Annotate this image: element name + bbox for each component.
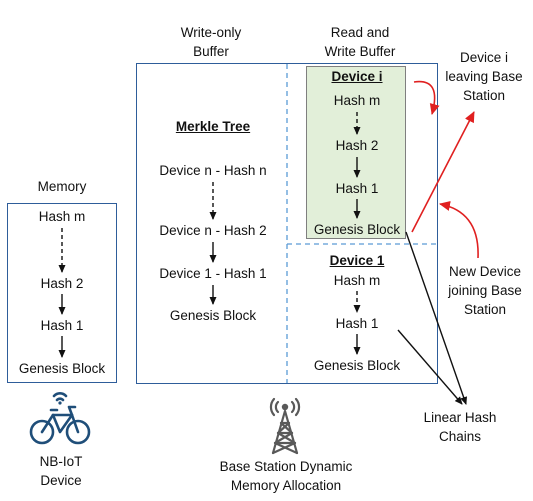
device-1-hash-1: Hash 1 (335, 316, 379, 331)
joining-label-line1: New Device (448, 264, 522, 279)
memory-genesis-block: Genesis Block (18, 361, 106, 376)
device-i-hash-1: Hash 1 (335, 181, 379, 196)
leaving-label-line1: Device i (459, 50, 509, 65)
leaving-arrow (413, 80, 440, 115)
joining-arrow (439, 201, 479, 259)
device-1-hash-m: Hash m (333, 273, 381, 288)
memory-box (7, 203, 117, 383)
device-i-hash-2: Hash 2 (335, 138, 379, 153)
base-station-label-line2: Memory Allocation (230, 478, 342, 493)
device-i-genesis-block: Genesis Block (313, 222, 401, 237)
device-label-line2: Device (40, 473, 82, 488)
memory-hash-2: Hash 2 (40, 276, 84, 291)
device-i-title: Device i (331, 69, 383, 84)
memory-hash-m: Hash m (38, 209, 86, 224)
memory-label: Memory (37, 179, 87, 194)
read-write-buffer-label-line1: Read and (330, 25, 390, 40)
linear-chain-pointer-device-1 (397, 329, 463, 405)
device-1-title: Device 1 (329, 253, 385, 268)
linear-hash-chains-label-line1: Linear Hash (423, 410, 497, 425)
memory-hash-1: Hash 1 (40, 318, 84, 333)
merkle-tree-title: Merkle Tree (175, 119, 251, 134)
bicycle-wifi-icon (20, 388, 100, 448)
joining-label-line3: Station (463, 302, 507, 317)
cell-tower-icon (262, 393, 308, 455)
merkle-entry-device-1-hash-1: Device 1 - Hash 1 (159, 266, 267, 281)
joining-label-line2: joining Base (448, 283, 522, 298)
read-write-buffer-label-line2: Write Buffer (324, 44, 396, 59)
linear-hash-chains-label-line2: Chains (438, 429, 482, 444)
base-station-label-line1: Base Station Dynamic (219, 459, 353, 474)
merkle-entry-device-n-hash-n: Device n - Hash n (159, 163, 267, 178)
linear-chain-pointer-device-i (405, 231, 467, 405)
merkle-genesis-block: Genesis Block (169, 308, 257, 323)
base-station-frame (136, 63, 438, 384)
leaving-exit-arrow (411, 111, 475, 233)
merkle-entry-device-n-hash-2: Device n - Hash 2 (159, 223, 267, 238)
write-only-buffer-label-line2: Buffer (193, 44, 229, 59)
device-label-line1: NB-IoT (39, 454, 83, 469)
device-i-box (306, 66, 406, 239)
device-i-hash-m: Hash m (333, 93, 381, 108)
device-1-genesis-block: Genesis Block (313, 358, 401, 373)
leaving-label-line3: Station (462, 88, 506, 103)
leaving-label-line2: leaving Base (445, 69, 523, 84)
write-only-buffer-label-line1: Write-only (180, 25, 242, 40)
